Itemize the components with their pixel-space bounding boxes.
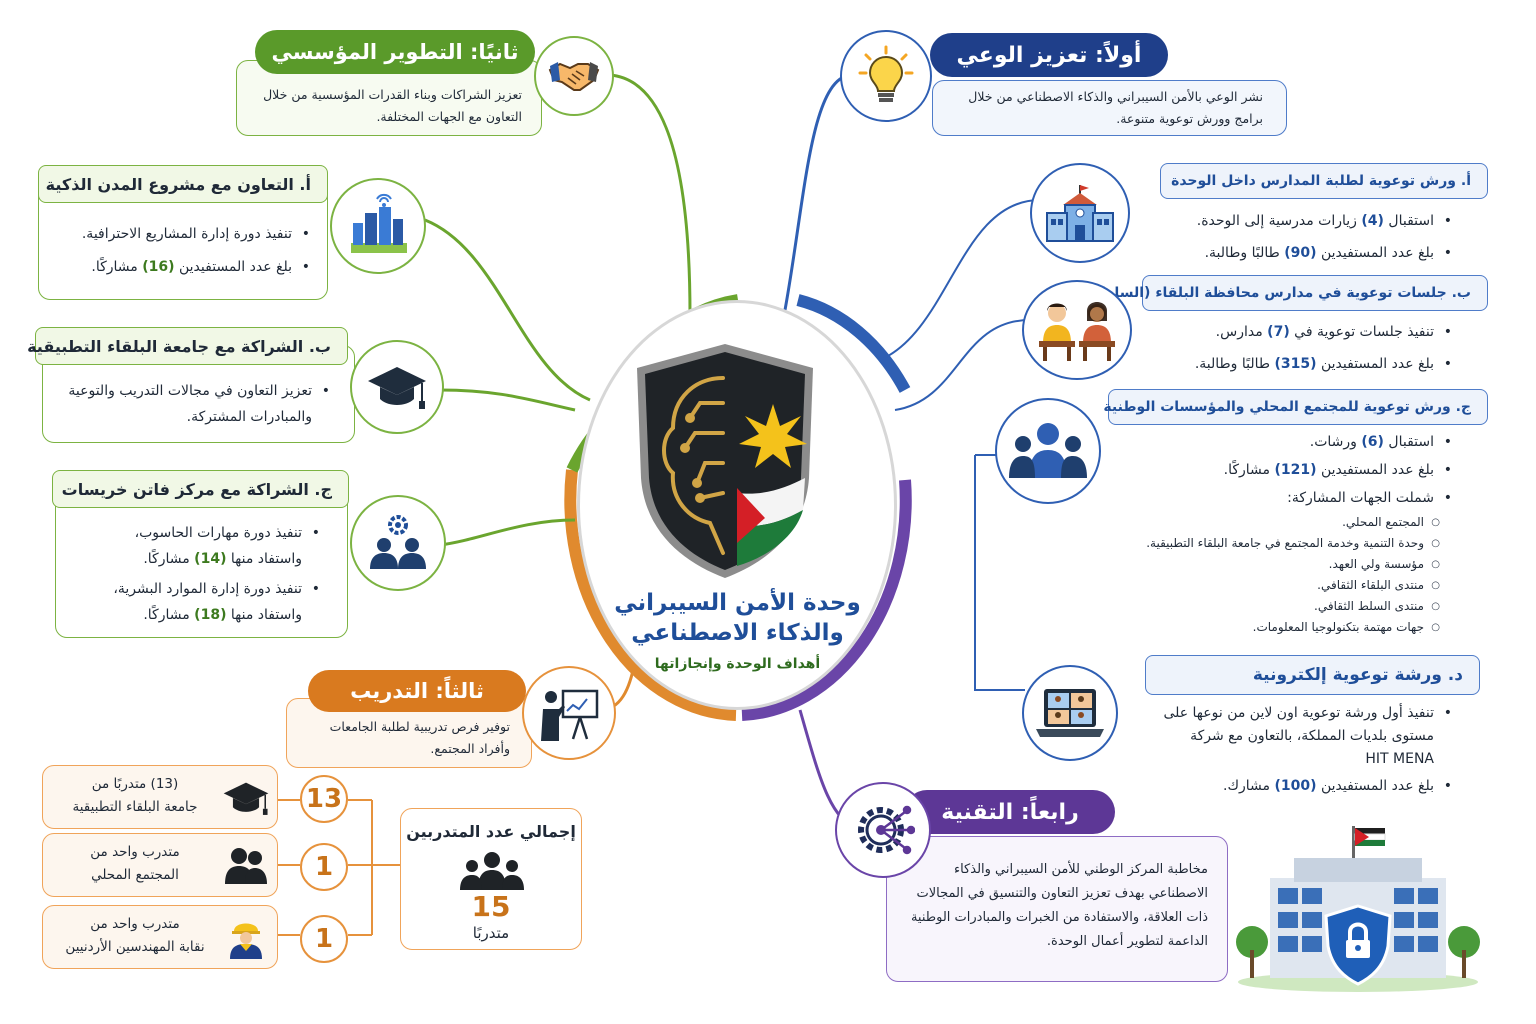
- online-heading: د. ورشة توعوية إلكترونية: [1145, 655, 1480, 695]
- smart-cities-item-1: تنفيذ دورة إدارة المشاريع الاحترافية.: [55, 218, 310, 251]
- community-list: استقبال (6) ورشات. بلغ عدد المستفيدين (1…: [1090, 428, 1452, 512]
- salt-list: تنفيذ جلسات توعوية في (7) مدارس. بلغ عدد…: [1140, 316, 1452, 380]
- online-item-1: تنفيذ أول ورشة توعوية اون لاين من نوعها …: [1140, 702, 1452, 771]
- technology-desc-box: [886, 836, 1228, 982]
- tech-gear-circuit-icon: [835, 782, 931, 878]
- school-building-icon: [1030, 163, 1130, 263]
- bau-heading: ب. الشراكة مع جامعة البلقاء التطبيقية: [27, 327, 348, 365]
- community-entity: مؤسسة ولي العهد.: [1080, 554, 1440, 575]
- technology-title: رابعاً: التقنية: [905, 790, 1115, 834]
- salt-item-1: تنفيذ جلسات توعوية في (7) مدارس.: [1140, 316, 1452, 348]
- community-item-3: شملت الجهات المشاركة:: [1090, 484, 1452, 512]
- community-entity: المجتمع المحلي.: [1080, 512, 1440, 533]
- graduation-cap-icon: [350, 340, 444, 434]
- unit-logo: [625, 338, 825, 583]
- trainee-source-box: [42, 833, 278, 897]
- center-subtitle: أهداف الوحدة وإنجازاتها: [654, 656, 821, 672]
- engineer-icon: [220, 917, 272, 959]
- trainee-source-line1: متدرب واحد من: [90, 844, 180, 860]
- schools-list: استقبال (4) زيارات مدرسية إلى الوحدة. بل…: [1140, 205, 1452, 269]
- online-company: HIT MENA: [1365, 751, 1434, 767]
- community-entity: جهات مهتمة بتكنولوجيا المعلومات.: [1080, 617, 1440, 638]
- trainees-group-icon: [458, 850, 526, 892]
- online-item-2: بلغ عدد المستفيدين (100) مشارك.: [1140, 775, 1452, 798]
- secure-building-illustration: [1234, 822, 1482, 994]
- community-item-1: استقبال (6) ورشات.: [1090, 428, 1452, 456]
- handshake-icon: [534, 36, 614, 116]
- community-entity: منتدى البلقاء الثقافي.: [1080, 575, 1440, 596]
- smart-cities-heading: أ. التعاون مع مشروع المدن الذكية: [38, 165, 328, 203]
- trainee-count-circle: 13: [300, 775, 348, 823]
- community-entities: المجتمع المحلي.وحدة التنمية وخدمة المجتم…: [1080, 512, 1440, 638]
- awareness-title: أولاً: تعزيز الوعي: [930, 33, 1168, 77]
- community-entity: منتدى السلط الثقافي.: [1080, 596, 1440, 617]
- graduation-cap-icon: [220, 777, 272, 819]
- community-group-icon: [995, 398, 1101, 504]
- trainer-presentation-icon: [522, 666, 616, 760]
- training-description: توفير فرص تدريبية لطلبة الجامعات وأفراد …: [329, 719, 510, 756]
- schools-heading: أ. ورش توعوية لطلبة المدارس داخل الوحدة: [1160, 163, 1488, 199]
- smart-city-icon: [330, 178, 426, 274]
- faten-list: تنفيذ دورة مهارات الحاسوب،واستفاد منها (…: [70, 520, 320, 628]
- total-trainees-label: إجمالي عدد المتدربين: [406, 822, 576, 841]
- trainee-source-line2: جامعة البلقاء التطبيقية: [72, 799, 198, 815]
- awareness-desc-box: [932, 80, 1287, 136]
- trainee-source-text: متدرب واحد من المجتمع المحلي: [50, 841, 220, 887]
- trainee-source-line2: نقابة المهندسين الأردنيين: [65, 939, 205, 955]
- trainee-count-circle: 1: [300, 843, 348, 891]
- training-title: ثالثاً: التدريب: [308, 670, 526, 712]
- total-trainees-unit: متدربًا: [472, 924, 510, 942]
- faten-heading: ج. الشراكة مع مركز فاتن خريسات: [52, 470, 349, 508]
- awareness-description: نشر الوعي بالأمن السيبراني والذكاء الاصط…: [968, 89, 1263, 126]
- video-call-laptop-icon: [1022, 665, 1118, 761]
- total-trainees-value: 15: [471, 890, 511, 923]
- smart-cities-list: تنفيذ دورة إدارة المشاريع الاحترافية. بل…: [55, 218, 310, 284]
- team-gear-icon: [350, 495, 446, 591]
- salt-item-2: بلغ عدد المستفيدين (315) طالبًا وطالبة.: [1140, 348, 1452, 380]
- bau-item-1: تعزيز التعاون في مجالات التدريب والتوعية…: [60, 378, 330, 430]
- community-heading: ج. ورش توعوية للمجتمع المحلي والمؤسسات ا…: [1103, 389, 1488, 425]
- trainee-source-line1: (13) متدربًا من: [91, 776, 179, 792]
- trainee-count-circle: 1: [300, 915, 348, 963]
- smart-cities-item-2: بلغ عدد المستفيدين (16) مشاركًا.: [55, 251, 310, 284]
- community-item-2: بلغ عدد المستفيدين (121) مشاركًا.: [1090, 456, 1452, 484]
- students-icon: [1022, 280, 1132, 380]
- technology-description: مخاطبة المركز الوطني للأمن السيبراني وال…: [910, 862, 1208, 949]
- faten-item-1: تنفيذ دورة مهارات الحاسوب،واستفاد منها (…: [70, 520, 320, 572]
- people-icon: [220, 845, 272, 887]
- faten-item-2: تنفيذ دورة إدارة الموارد البشرية،واستفاد…: [70, 576, 320, 628]
- trainee-source-text: (13) متدربًا من جامعة البلقاء التطبيقية: [50, 773, 220, 819]
- trainee-source-line2: المجتمع المحلي: [91, 867, 179, 883]
- community-entity: وحدة التنمية وخدمة المجتمع في جامعة البل…: [1080, 533, 1440, 554]
- trainee-source-text: متدرب واحد من نقابة المهندسين الأردنيين: [50, 913, 220, 959]
- institutional-title: ثانيًا: التطوير المؤسسي: [255, 30, 535, 74]
- institutional-description: تعزيز الشراكات وبناء القدرات المؤسسية من…: [263, 87, 522, 124]
- salt-heading: ب. جلسات توعوية في مدارس محافظة البلقاء …: [1093, 275, 1488, 311]
- lightbulb-icon: [840, 30, 932, 122]
- bau-list: تعزيز التعاون في مجالات التدريب والتوعية…: [60, 378, 330, 430]
- trainee-source-box: [42, 765, 278, 829]
- online-list: تنفيذ أول ورشة توعوية اون لاين من نوعها …: [1140, 702, 1452, 798]
- schools-item-2: بلغ عدد المستفيدين (90) طالبًا وطالبة.: [1140, 237, 1452, 269]
- center-title-line2: والذكاء الاصطناعي: [631, 620, 844, 646]
- schools-item-1: استقبال (4) زيارات مدرسية إلى الوحدة.: [1140, 205, 1452, 237]
- center-title-line1: وحدة الأمن السيبراني: [614, 590, 861, 616]
- trainee-source-line1: متدرب واحد من: [90, 916, 180, 932]
